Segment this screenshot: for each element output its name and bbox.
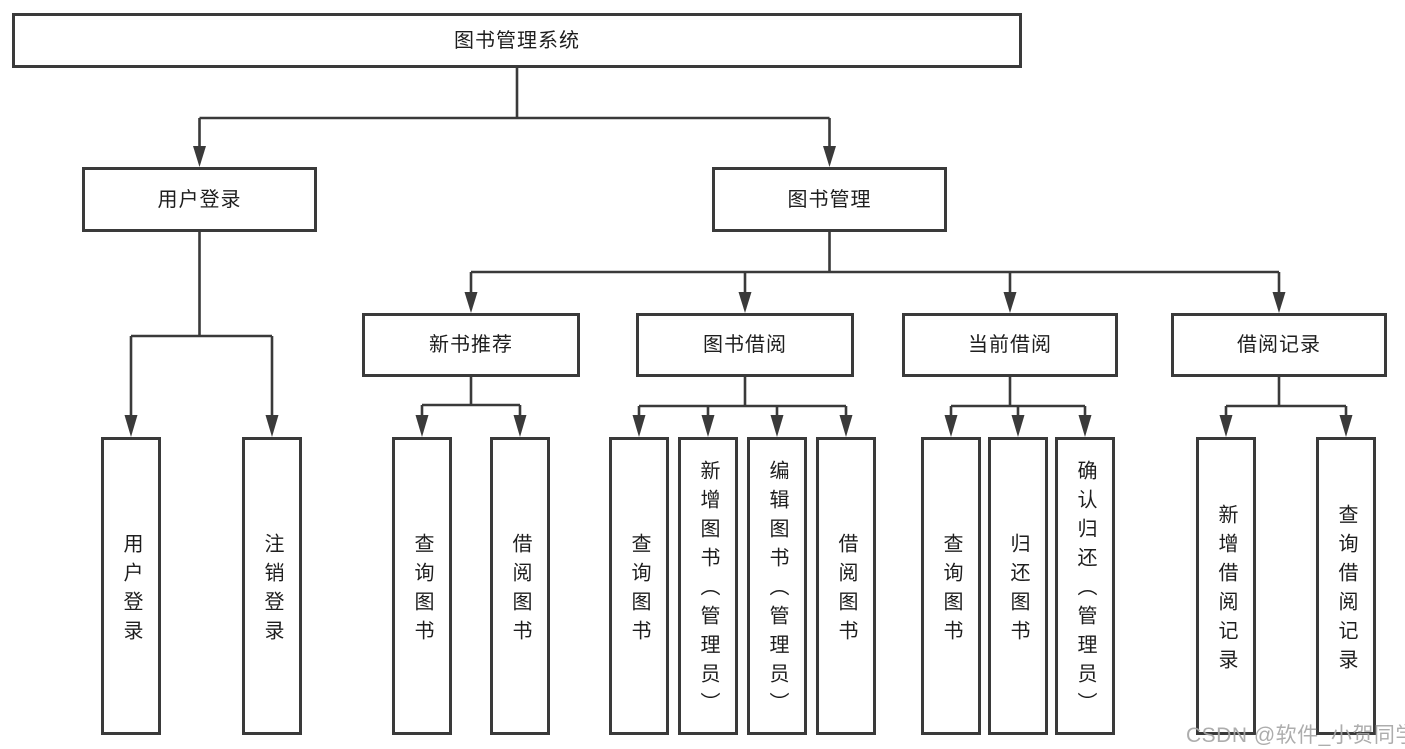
arrowhead xyxy=(124,415,138,437)
node-library-management-system: 图书管理系统 xyxy=(12,13,1022,68)
arrowhead xyxy=(1219,415,1233,437)
arrowhead xyxy=(1011,415,1025,437)
arrowhead xyxy=(193,146,206,167)
node-user-login: 用户登录 xyxy=(82,167,317,232)
arrowhead xyxy=(738,292,752,313)
arrowhead xyxy=(265,415,279,437)
arrowhead xyxy=(770,415,784,437)
node-book-borrowing: 图书借阅 xyxy=(636,313,854,377)
node-query-books-recommend: 查询图书 xyxy=(392,437,452,735)
node-edit-book-admin: 编辑图书（管理员） xyxy=(747,437,807,735)
arrowhead xyxy=(823,146,836,167)
node-query-borrow-record: 查询借阅记录 xyxy=(1316,437,1376,735)
arrowhead xyxy=(1078,415,1092,437)
node-new-book-recommendation: 新书推荐 xyxy=(362,313,580,377)
node-borrow-books-leaf: 借阅图书 xyxy=(816,437,876,735)
arrowhead xyxy=(1339,415,1353,437)
arrowhead xyxy=(944,415,958,437)
node-logout: 注销登录 xyxy=(242,437,302,735)
arrowhead xyxy=(632,415,646,437)
arrowhead xyxy=(1272,292,1286,313)
node-add-borrow-record: 新增借阅记录 xyxy=(1196,437,1256,735)
node-current-borrowing: 当前借阅 xyxy=(902,313,1118,377)
arrowhead xyxy=(701,415,715,437)
node-return-books: 归还图书 xyxy=(988,437,1048,735)
node-user-login-leaf: 用户登录 xyxy=(101,437,161,735)
node-borrow-books-recommend: 借阅图书 xyxy=(490,437,550,735)
arrowhead xyxy=(513,415,527,437)
arrowhead xyxy=(839,415,853,437)
node-query-books-current: 查询图书 xyxy=(921,437,981,735)
arrowhead xyxy=(464,292,478,313)
node-query-books-borrowing: 查询图书 xyxy=(609,437,669,735)
arrowhead xyxy=(1003,292,1017,313)
watermark: CSDN @软件_小贺同学 xyxy=(1186,724,1405,747)
node-borrowing-records: 借阅记录 xyxy=(1171,313,1387,377)
node-book-management: 图书管理 xyxy=(712,167,947,232)
node-add-book-admin: 新增图书（管理员） xyxy=(678,437,738,735)
node-confirm-return-admin: 确认归还（管理员） xyxy=(1055,437,1115,735)
arrowhead xyxy=(415,415,429,437)
